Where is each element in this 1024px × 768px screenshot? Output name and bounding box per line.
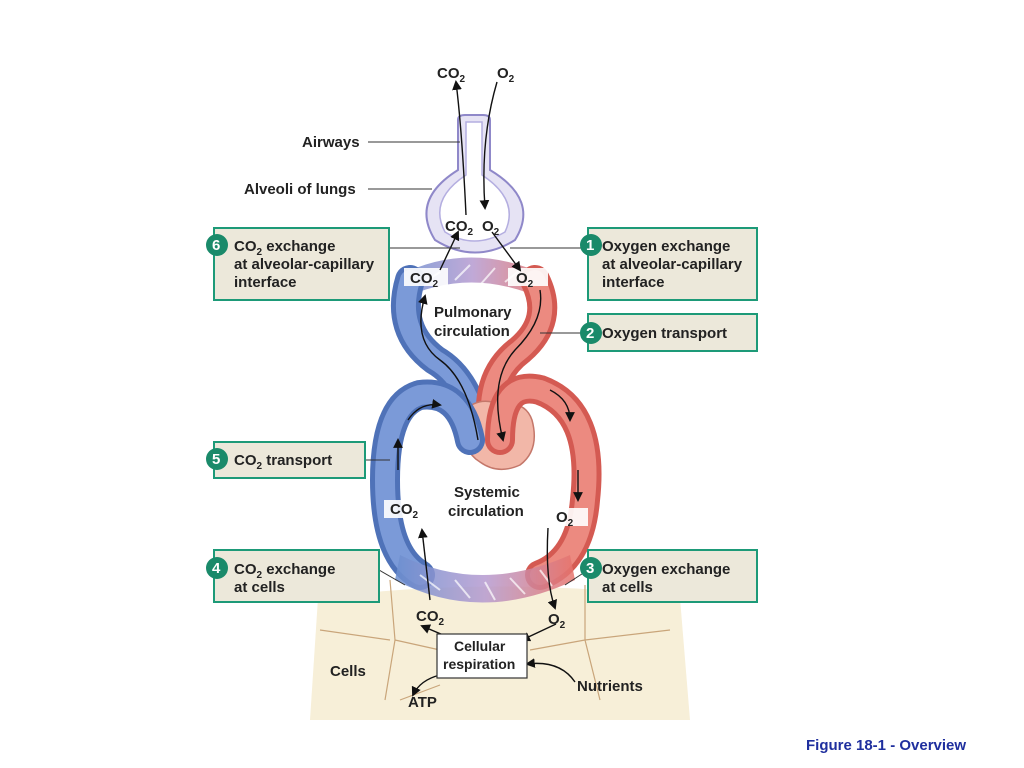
svg-text:CO2: CO2 bbox=[390, 501, 419, 521]
top-co2-label: CO2 bbox=[437, 65, 466, 85]
cells-label: Cells bbox=[330, 663, 366, 680]
cellular-respiration-box: Cellular respiration bbox=[436, 633, 528, 679]
alveoli-label: Alveoli of lungs bbox=[244, 181, 356, 198]
step-1-number: 1 bbox=[586, 237, 594, 254]
step-4-box: 4 CO2 exchange at cells bbox=[206, 549, 406, 603]
svg-text:O2: O2 bbox=[497, 65, 515, 85]
step-2-box: 2 Oxygen transport bbox=[540, 313, 758, 352]
svg-text:CO2: CO2 bbox=[437, 65, 466, 85]
systemic-label-line1: Systemic bbox=[454, 484, 520, 501]
cellular-respiration-line1: Cellular bbox=[454, 638, 506, 654]
svg-text:O2: O2 bbox=[516, 270, 534, 290]
step-4-line2: at cells bbox=[234, 579, 285, 596]
alveolus-co2-label: CO2 bbox=[445, 218, 474, 238]
svg-text:CO2 exchange: CO2 exchange bbox=[234, 561, 335, 581]
airways-label: Airways bbox=[302, 134, 360, 151]
svg-text:O2: O2 bbox=[548, 611, 566, 631]
svg-text:CO2 transport: CO2 transport bbox=[234, 452, 332, 472]
step-5-box: 5 CO2 transport bbox=[206, 441, 390, 479]
step-1-line2: at alveolar-capillary bbox=[602, 256, 743, 273]
systemic-co2-label: CO2 bbox=[390, 501, 419, 521]
step-1-line3: interface bbox=[602, 274, 665, 291]
step-6-line3: interface bbox=[234, 274, 297, 291]
step-2-line1: Oxygen transport bbox=[602, 325, 727, 342]
svg-text:CO2: CO2 bbox=[410, 270, 439, 290]
alveolus-o2-label: O2 bbox=[482, 218, 500, 238]
atp-label: ATP bbox=[408, 694, 437, 711]
pulmonary-label-line2: circulation bbox=[434, 323, 510, 340]
step-6-box: 6 CO2 exchange at alveolar-capillary int… bbox=[206, 227, 460, 301]
alveolus bbox=[425, 114, 525, 254]
systemic-artery bbox=[485, 373, 602, 590]
top-o2-label: O2 bbox=[497, 65, 515, 85]
svg-text:O2: O2 bbox=[556, 509, 574, 529]
step-3-line1: Oxygen exchange bbox=[602, 561, 730, 578]
step-4-number: 4 bbox=[212, 560, 221, 577]
svg-text:CO2: CO2 bbox=[416, 608, 445, 628]
svg-text:CO2 exchange: CO2 exchange bbox=[234, 238, 335, 258]
cellular-respiration-line2: respiration bbox=[443, 656, 515, 672]
systemic-o2-label: O2 bbox=[556, 509, 574, 529]
pulmonary-co2-label: CO2 bbox=[410, 270, 439, 290]
step-3-box: 3 Oxygen exchange at cells bbox=[564, 549, 758, 603]
step-1-line1: Oxygen exchange bbox=[602, 238, 730, 255]
cell-o2-label: O2 bbox=[548, 611, 566, 631]
step-5-number: 5 bbox=[212, 451, 220, 468]
systemic-label-line2: circulation bbox=[448, 503, 524, 520]
cell-co2-label: CO2 bbox=[416, 608, 445, 628]
step-1-box: 1 Oxygen exchange at alveolar-capillary … bbox=[510, 227, 758, 301]
step-3-line2: at cells bbox=[602, 579, 653, 596]
pulmonary-label-line1: Pulmonary bbox=[434, 304, 512, 321]
step-6-number: 6 bbox=[212, 237, 220, 254]
step-6-line2: at alveolar-capillary bbox=[234, 256, 375, 273]
svg-text:CO2: CO2 bbox=[445, 218, 474, 238]
pulmonary-o2-label: O2 bbox=[516, 270, 534, 290]
figure-caption: Figure 18-1 - Overview bbox=[806, 737, 966, 754]
svg-text:O2: O2 bbox=[482, 218, 500, 238]
step-3-number: 3 bbox=[586, 560, 594, 577]
nutrients-label: Nutrients bbox=[577, 678, 643, 695]
step-2-number: 2 bbox=[586, 325, 594, 342]
systemic-vein bbox=[369, 379, 485, 590]
flow-arrows bbox=[393, 80, 583, 697]
systemic-capillary-band bbox=[395, 555, 575, 603]
